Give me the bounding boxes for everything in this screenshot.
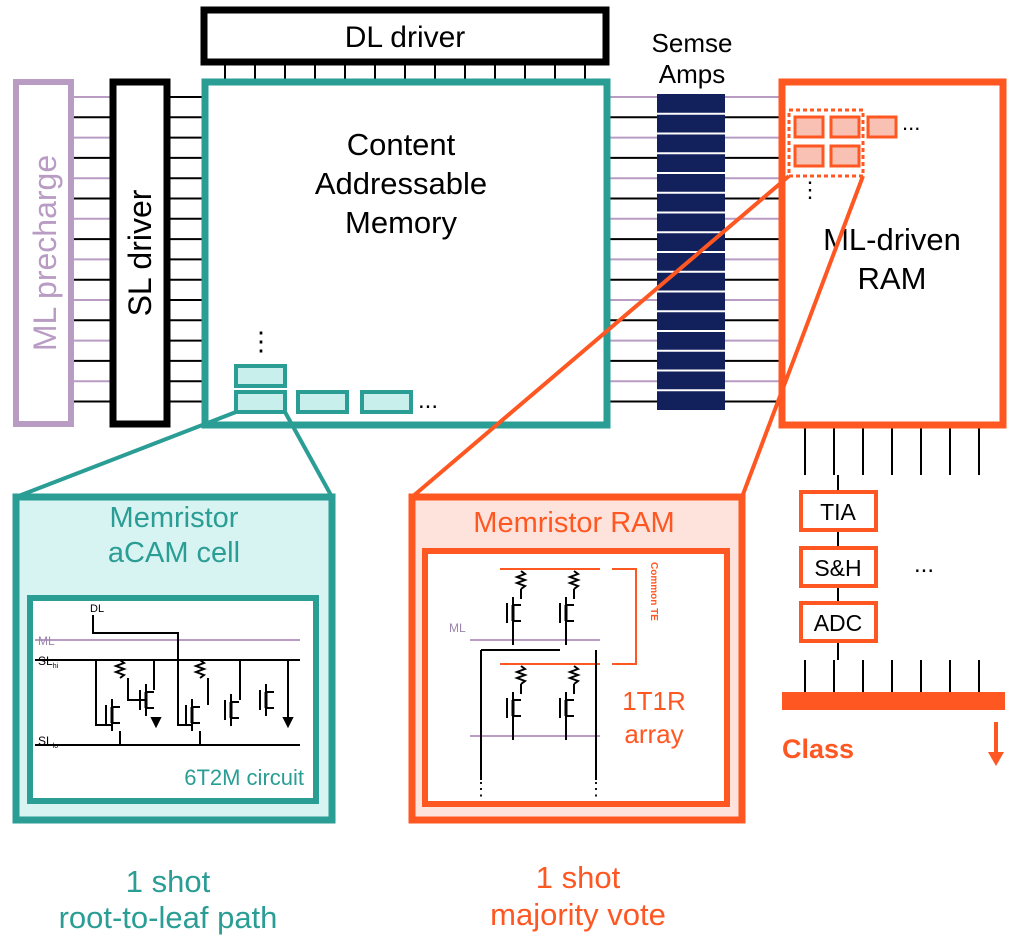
dl-wire (92, 615, 179, 680)
acam-ml-label: ML (38, 634, 55, 648)
tia-box (799, 490, 878, 532)
dl-driver-label: DL driver (345, 21, 466, 54)
sense-amps-label-line2: Amps (659, 59, 725, 89)
acam-zoom-line (15, 410, 237, 499)
acam-slhi-main: SL (38, 654, 53, 668)
ram-circuit-box (422, 548, 730, 807)
cell-wire (177, 680, 192, 726)
caption-left-line2: root-to-leaf path (59, 900, 278, 935)
ram-label-line1: ML-driven (823, 222, 961, 257)
cam-label-line1: Content (347, 127, 456, 162)
acam-zoom-line (283, 411, 334, 498)
acam-panel-title-line1: Memristor (110, 502, 239, 534)
cam-cells-vdots: ⋮ (248, 326, 274, 356)
sl-driver-box (109, 78, 171, 428)
memristor-symbol (514, 665, 528, 685)
cam-label-line2: Addressable (315, 166, 487, 201)
dl-driver-box (200, 6, 610, 66)
acam-circuit-box (27, 595, 319, 804)
sense-amps-label-line1: Semse (652, 28, 733, 58)
ram-circuit-vdots: ⋮ (472, 779, 490, 799)
class-bus-bar (782, 692, 1005, 710)
acam-sllo-main: SL (38, 734, 53, 748)
acam-slhi-sub: hi (53, 663, 59, 670)
ram-ml-label: ML (449, 621, 466, 635)
acam-dl-label: DL (90, 603, 104, 615)
output-arrow (150, 717, 162, 729)
ram-zoom-line (410, 174, 791, 499)
caption-middle-line2: majority vote (490, 897, 666, 932)
cell-wire (95, 660, 112, 726)
memristor-symbol (567, 570, 581, 590)
output-arrow (282, 717, 294, 729)
ram-cell (793, 115, 825, 139)
adc-box (799, 601, 878, 643)
acam-slhi-label: SLhi (38, 654, 59, 670)
ram-cells-ellipsis: ... (902, 110, 920, 135)
memristor-symbol (193, 659, 207, 679)
ml-precharge-box (13, 79, 74, 427)
cam-label-line3: Memory (345, 205, 457, 240)
ram-cell (829, 144, 861, 168)
ram-cell-selection (787, 108, 865, 178)
6t2m-circuit-schematic (35, 615, 300, 746)
cam-cell (234, 364, 287, 388)
ram-cell (793, 144, 825, 168)
sense-amp-stack (657, 94, 725, 410)
ml-precharge-label: ML precharge (27, 155, 63, 351)
acam-sllo-sub: lo (53, 743, 59, 750)
array-label-line2: array (624, 719, 683, 749)
ram-zoom-line (740, 175, 865, 498)
ram-cells-vdots: ⋮ (799, 177, 821, 202)
ram-panel-title: Memristor RAM (473, 507, 674, 539)
acam-circuit-label: 6T2M circuit (184, 765, 304, 790)
cell-wire (127, 678, 146, 701)
acam-panel-title-line2: aCAM cell (108, 537, 240, 569)
class-label: Class (782, 734, 854, 764)
1t1r-array-schematic (470, 568, 637, 780)
memristor-symbol (567, 665, 581, 685)
acam-sllo-label: SLlo (38, 734, 58, 750)
adc-label: ADC (814, 610, 863, 636)
cam-cell (234, 390, 287, 414)
caption-left-line1: 1 shot (126, 864, 211, 899)
tia-label: TIA (820, 499, 856, 525)
ram-cell (829, 115, 861, 139)
cam-cells-ellipsis: ... (418, 387, 438, 414)
caption-middle-line1: 1 shot (536, 860, 621, 895)
component-layer: DL driver ML precharge SL driver Content… (12, 6, 1007, 935)
array-label-line1: 1T1R (622, 686, 686, 716)
sh-box (799, 546, 878, 588)
memristor-symbol (113, 659, 127, 679)
ram-circuit-vdots: ⋮ (587, 779, 605, 799)
class-arrow-head (988, 752, 1004, 766)
ram-cell (866, 115, 898, 139)
sl-driver-label: SL driver (122, 189, 158, 316)
cam-cell (296, 390, 349, 414)
readout-ellipsis: ... (914, 551, 934, 578)
common-te-label: Common TE (648, 562, 659, 621)
memristor-symbol (514, 570, 528, 590)
ram-label-line2: RAM (858, 261, 927, 296)
cam-cell (360, 390, 413, 414)
common-te-bracket (612, 568, 637, 665)
ram-array-box (778, 78, 1007, 429)
sh-label: S&H (814, 555, 861, 581)
